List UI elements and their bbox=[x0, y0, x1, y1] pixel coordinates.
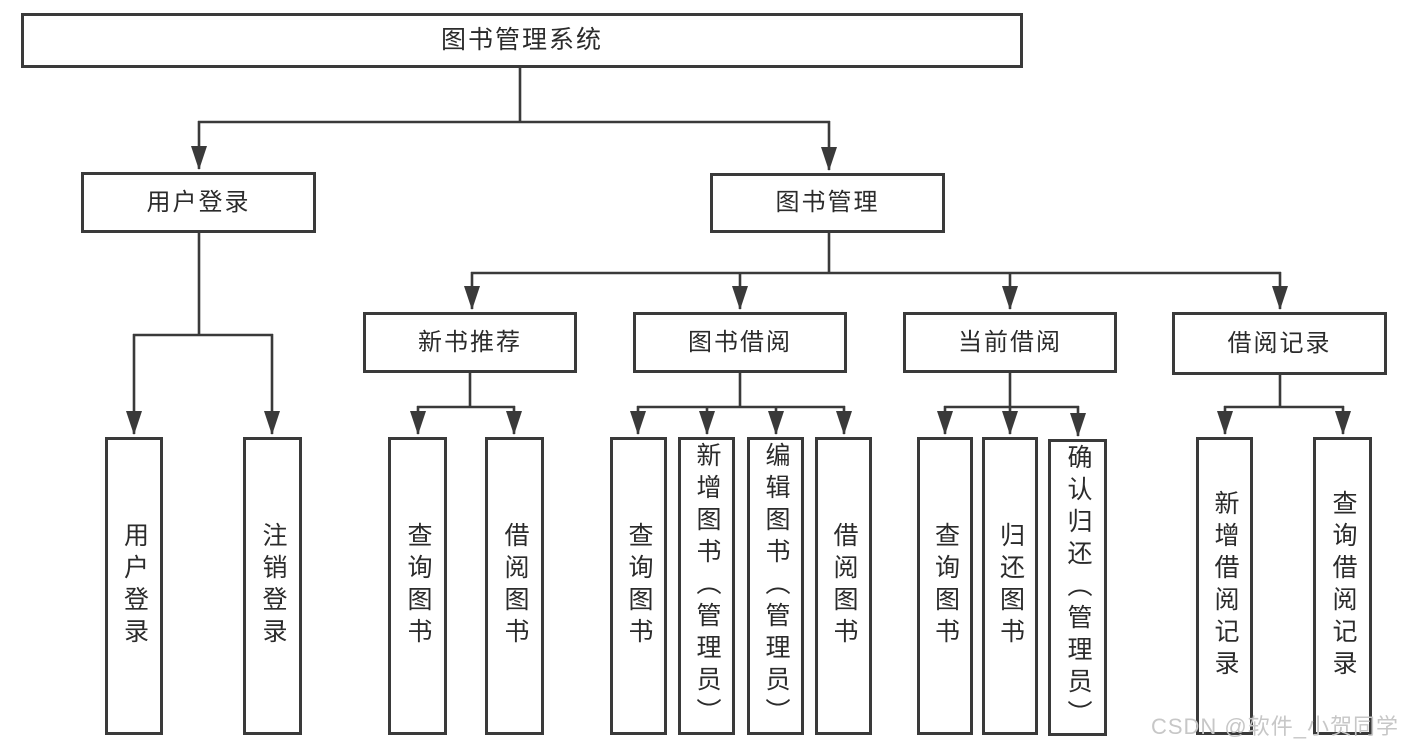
node-label: 确认归还（管理员） bbox=[1064, 443, 1092, 732]
node-label: 查询图书 bbox=[931, 522, 960, 650]
node-leaf-query-borrow-record: 查询借阅记录 bbox=[1313, 437, 1372, 735]
node-label: 新增借阅记录 bbox=[1211, 490, 1239, 682]
node-borrowing-records: 借阅记录 bbox=[1172, 312, 1387, 375]
node-leaf-query-books-borrowing: 查询图书 bbox=[610, 437, 667, 735]
node-label: 查询借阅记录 bbox=[1329, 490, 1357, 682]
node-label: 图书借阅 bbox=[688, 328, 792, 356]
node-leaf-logout: 注销登录 bbox=[243, 437, 302, 735]
csdn-watermark: CSDN @软件_小贺同学 bbox=[1150, 714, 1399, 739]
node-label: 查询图书 bbox=[625, 522, 653, 650]
node-current-borrowing: 当前借阅 bbox=[903, 312, 1117, 373]
node-leaf-query-books-current: 查询图书 bbox=[917, 437, 973, 735]
node-label: 图书管理系统 bbox=[440, 26, 603, 54]
node-book-borrowing: 图书借阅 bbox=[633, 312, 847, 373]
node-label: 归还图书 bbox=[996, 522, 1025, 650]
node-leaf-edit-books-admin: 编辑图书（管理员） bbox=[747, 437, 804, 735]
node-label: 用户登录 bbox=[146, 188, 251, 216]
node-new-book-recommend: 新书推荐 bbox=[363, 312, 577, 373]
node-leaf-add-books-admin: 新增图书（管理员） bbox=[678, 437, 735, 735]
node-label: 用户登录 bbox=[120, 522, 149, 650]
node-leaf-borrow-books-recommend: 借阅图书 bbox=[485, 437, 544, 735]
node-label: 编辑图书（管理员） bbox=[762, 442, 790, 730]
node-label: 查询图书 bbox=[404, 522, 432, 650]
node-label: 注销登录 bbox=[259, 522, 287, 650]
node-label: 借阅图书 bbox=[501, 522, 529, 650]
node-user-login: 用户登录 bbox=[81, 172, 316, 233]
node-label: 图书管理 bbox=[775, 189, 880, 216]
node-leaf-confirm-return-admin: 确认归还（管理员） bbox=[1048, 439, 1107, 736]
node-leaf-add-borrow-record: 新增借阅记录 bbox=[1196, 437, 1253, 735]
node-label: 当前借阅 bbox=[958, 328, 1062, 356]
node-book-management: 图书管理 bbox=[710, 173, 945, 233]
node-label: 新书推荐 bbox=[418, 328, 522, 356]
node-leaf-borrow-books: 借阅图书 bbox=[815, 437, 872, 735]
node-leaf-user-login: 用户登录 bbox=[105, 437, 163, 735]
node-leaf-return-books: 归还图书 bbox=[982, 437, 1038, 735]
node-library-management-system: 图书管理系统 bbox=[21, 13, 1023, 68]
node-label: 借阅记录 bbox=[1227, 329, 1332, 357]
node-label: 借阅图书 bbox=[830, 522, 858, 650]
node-leaf-query-books-recommend: 查询图书 bbox=[388, 437, 447, 735]
node-label: 新增图书（管理员） bbox=[693, 442, 721, 730]
